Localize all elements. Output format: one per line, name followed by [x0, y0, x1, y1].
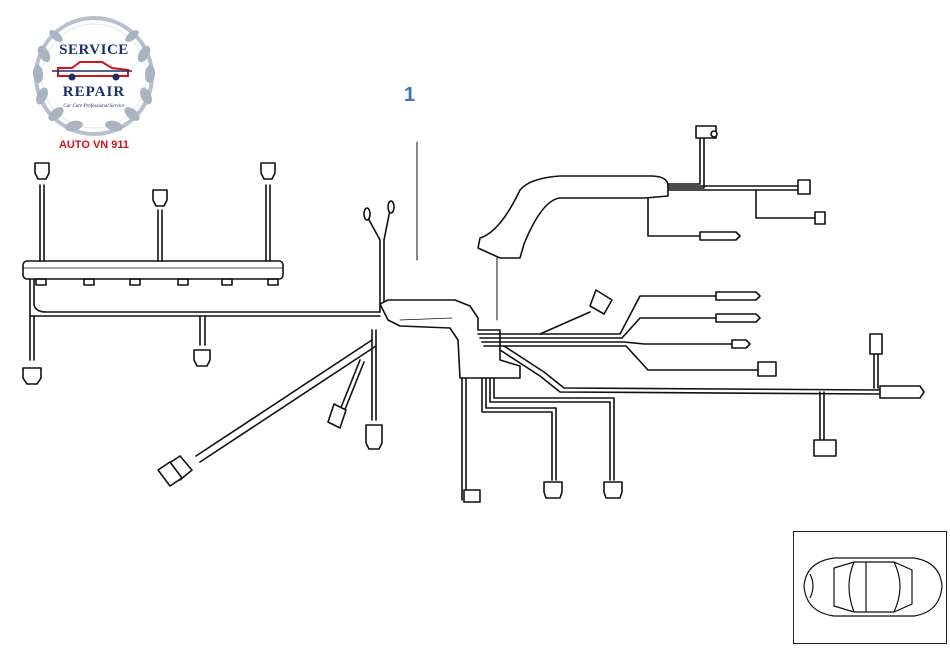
- service-repair-logo: SERVICE REPAIR Car Care Professional Ser…: [28, 14, 160, 164]
- vehicle-thumbnail: [793, 531, 947, 644]
- twin-sensor-leads: [363, 200, 395, 313]
- car-top-view-icon: [803, 557, 943, 617]
- right-branches: [477, 289, 925, 457]
- logo-tagline: Car Care Professional Service: [63, 104, 125, 109]
- logo-service-text: SERVICE: [59, 42, 129, 58]
- laurel-wreath-icon: [32, 16, 156, 136]
- main-trunk: [22, 278, 381, 385]
- upper-conduit: [477, 125, 826, 321]
- bottom-drops: [461, 377, 623, 503]
- logo-repair-text: REPAIR: [62, 84, 126, 100]
- injector-rail: [22, 260, 284, 286]
- rail-connector-stubs: [35, 278, 279, 286]
- lower-left-cable: [157, 329, 383, 487]
- part-number-label: 1: [404, 84, 416, 106]
- car-icon: [52, 61, 132, 81]
- left-plug: [22, 367, 42, 385]
- center-left-plug: [193, 349, 211, 367]
- rail-top-plugs: [34, 162, 276, 262]
- center-junction: [379, 299, 521, 379]
- logo-brand-text: AUTO VN 911: [58, 139, 130, 151]
